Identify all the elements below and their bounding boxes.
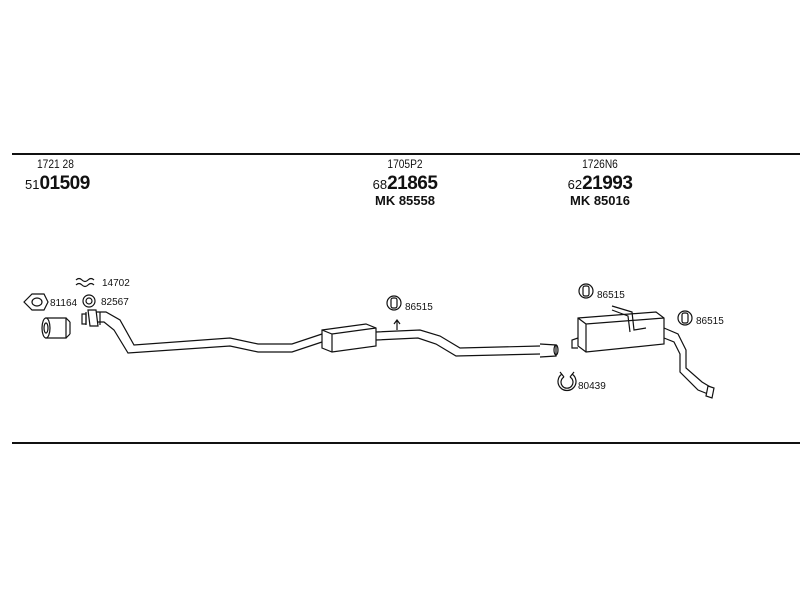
part-number: 6221993: [540, 174, 660, 193]
label-86515-rear: 86515: [597, 290, 625, 301]
part-header-middle-silencer: 1705P2 6821865 MK 85558: [345, 158, 465, 207]
part-number-main: 21865: [387, 173, 438, 194]
part-ref: 1705P2: [387, 157, 423, 171]
label-14702: 14702: [102, 278, 130, 289]
tail-pipe: [663, 327, 715, 399]
clamp-ring-82567: [82, 294, 96, 308]
rubber-hanger-86515-tail: [677, 310, 693, 326]
part-ref: 1721 28: [37, 157, 74, 171]
label-82567: 82567: [101, 297, 129, 308]
rubber-hanger-86515-rear: [578, 283, 594, 299]
rubber-hanger-86515-middle: [386, 295, 402, 311]
part-number-main: 21993: [582, 173, 633, 194]
mounting-kit: MK 85558: [375, 193, 435, 208]
middle-silencer: [321, 323, 377, 353]
part-number: 5101509: [25, 174, 115, 193]
part-header-front-pipe: 1721 28 5101509: [25, 158, 115, 193]
bottom-divider: [12, 442, 800, 444]
rear-silencer: [571, 305, 665, 353]
part-ref: 1726N6: [582, 157, 618, 171]
label-81164: 81164: [50, 298, 78, 309]
clamp-80439: [557, 371, 577, 392]
label-80439: 80439: [578, 381, 606, 392]
part-number-prefix: 51: [25, 177, 40, 192]
spring-bolt-14702: [75, 277, 95, 288]
sleeve-part: [41, 317, 71, 339]
top-divider: [12, 153, 800, 155]
gasket-81164: [23, 293, 49, 311]
part-number: 6821865: [345, 174, 465, 193]
mid-pipe: [375, 319, 559, 358]
part-number-prefix: 62: [567, 177, 583, 192]
front-pipe: [81, 309, 326, 354]
mounting-kit: MK 85016: [570, 193, 630, 208]
part-header-rear-silencer: 1726N6 6221993 MK 85016: [540, 158, 660, 207]
label-86515-tail: 86515: [696, 316, 724, 327]
part-number-prefix: 68: [372, 177, 388, 192]
part-number-main: 01509: [39, 173, 90, 194]
label-86515-middle: 86515: [405, 302, 433, 313]
